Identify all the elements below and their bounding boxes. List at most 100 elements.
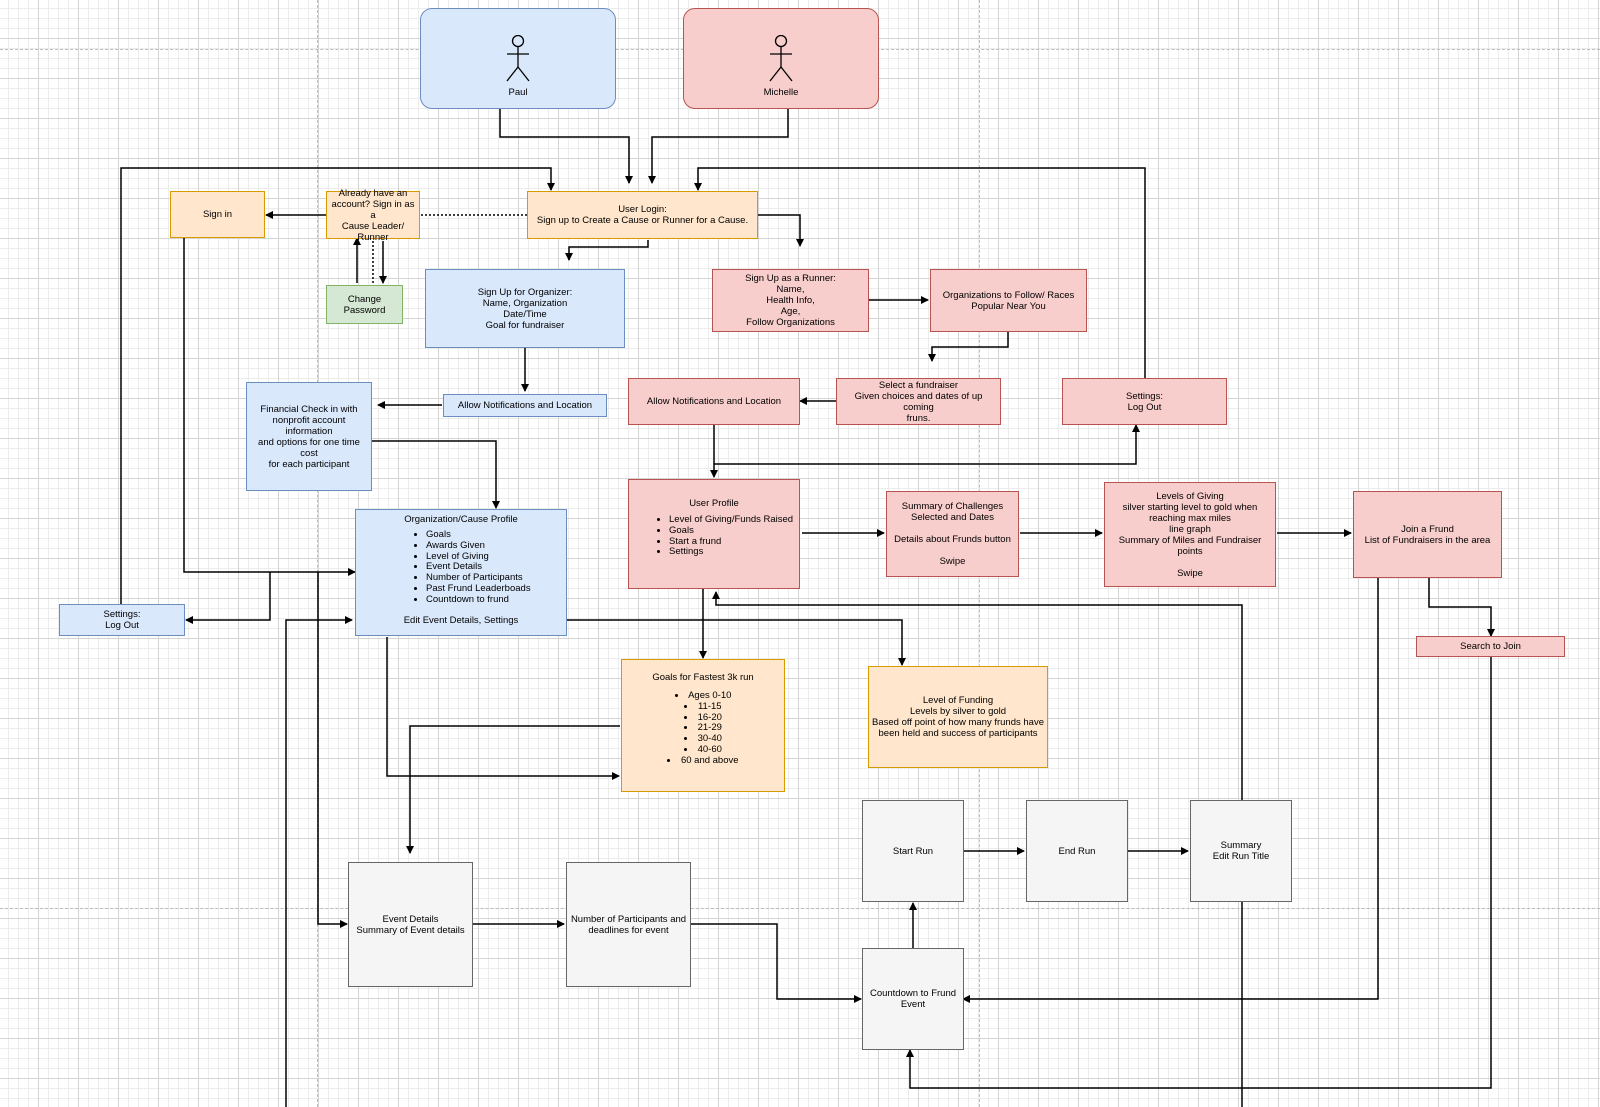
node-label: Number of Participants and deadlines for… — [570, 913, 687, 936]
node-label: Sign Up for Organizer: Name, Organizatio… — [477, 286, 573, 331]
connector — [372, 440, 500, 509]
connector — [712, 591, 1243, 800]
node-label: Already have an account? Sign in as a Ca… — [331, 187, 415, 243]
user-profile-box[interactable]: User Profile Level of Giving/Funds Raise… — [628, 479, 800, 589]
settings-organizer-box[interactable]: Settings: Log Out — [59, 604, 185, 636]
list-item: Event Details — [426, 562, 564, 573]
connector — [648, 109, 789, 184]
age-group-list: Ages 0-10 11-15 16-20 21-29 30-40 40-60 … — [667, 690, 739, 767]
connector — [962, 578, 1379, 1003]
list-item: Past Frund Leaderboads — [426, 583, 564, 595]
stick-figure-icon — [506, 35, 530, 82]
actor-label: Paul — [508, 87, 528, 98]
list-item: 16-20 — [667, 712, 738, 724]
list-item: Level of Giving — [426, 551, 564, 563]
select-fundraiser-box[interactable]: Select a fundraiser Given choices and da… — [836, 378, 1001, 425]
join-frund-box[interactable]: Join a Frund List of Fundraisers in the … — [1353, 491, 1502, 578]
connector — [183, 238, 356, 576]
node-label: Join a Frund List of Fundraisers in the … — [1364, 523, 1491, 546]
connector — [694, 167, 1146, 378]
node-title: Organization/Cause Profile — [404, 514, 518, 525]
level-of-funding-box[interactable]: Level of Funding Levels by silver to gol… — [868, 666, 1048, 768]
node-label: Organizations to Follow/ Races Popular N… — [942, 289, 1075, 312]
node-label: Settings: Log Out — [1126, 390, 1163, 413]
run-summary-box[interactable]: Summary Edit Run Title — [1190, 800, 1292, 902]
levels-of-giving-box[interactable]: Levels of Giving silver starting level t… — [1104, 482, 1276, 587]
node-label: Summary Edit Run Title — [1212, 840, 1270, 862]
connector — [1428, 578, 1495, 637]
list-item: Awards Given — [426, 540, 564, 552]
connector — [691, 923, 862, 1003]
node-label: Search to Join — [1460, 641, 1521, 652]
connector — [120, 167, 555, 604]
list-item: 21-29 — [667, 723, 738, 734]
actor-label: Michelle — [763, 87, 799, 98]
connector — [317, 572, 348, 928]
settings-runner-box[interactable]: Settings: Log Out — [1062, 378, 1227, 425]
financial-check-box[interactable]: Financial Check in with nonprofit accoun… — [246, 382, 372, 491]
node-label: End Run — [1058, 845, 1096, 857]
orgs-to-follow-box[interactable]: Organizations to Follow/ Races Popular N… — [930, 269, 1087, 332]
connector — [714, 424, 1140, 465]
node-label: Allow Notifications and Location — [646, 396, 782, 407]
list-item: Settings — [669, 547, 797, 558]
list-item: Countdown to frund — [426, 594, 564, 606]
node-label: User Login: Sign up to Create a Cause or… — [536, 204, 749, 226]
change-password-box[interactable]: Change Password — [326, 285, 403, 324]
node-label: Select a fundraiser Given choices and da… — [854, 379, 983, 424]
user-login-box[interactable]: User Login: Sign up to Create a Cause or… — [527, 191, 758, 239]
node-label: Allow Notifications and Location — [457, 400, 593, 411]
goals-fastest-run-box[interactable]: Goals for Fastest 3k run Ages 0-10 11-15… — [621, 659, 785, 792]
actor-paul[interactable]: Paul — [420, 8, 616, 109]
page-break-line — [317, 0, 318, 1107]
connector — [406, 725, 620, 854]
search-to-join-box[interactable]: Search to Join — [1416, 636, 1565, 657]
connector — [906, 657, 1492, 1089]
connector — [758, 214, 804, 247]
list-item: 11-15 — [667, 701, 738, 713]
list-item: Goals — [426, 529, 564, 541]
node-label: Change Password — [343, 293, 386, 316]
connector — [185, 572, 271, 624]
node-label: Sign in — [202, 209, 233, 220]
connector — [928, 332, 1009, 362]
list-item: Number of Participants — [426, 572, 564, 584]
connector — [285, 616, 353, 1107]
event-details-box[interactable]: Event Details Summary of Event details — [348, 862, 473, 987]
already-have-account-box[interactable]: Already have an account? Sign in as a Ca… — [326, 188, 420, 243]
connector — [565, 240, 649, 261]
list-item: Goals — [669, 525, 797, 537]
node-footer: Edit Event Details, Settings — [403, 614, 519, 626]
allow-notifications-organizer-box[interactable]: Allow Notifications and Location — [443, 394, 607, 417]
node-label: Countdown to Frund Event — [869, 988, 957, 1010]
summary-challenges-box[interactable]: Summary of Challenges Selected and Dates… — [886, 491, 1019, 577]
node-label: Summary of Challenges Selected and Dates… — [894, 501, 1011, 567]
organization-profile-box[interactable]: Organization/Cause Profile Goals Awards … — [355, 509, 567, 636]
node-label: Start Run — [892, 845, 934, 857]
countdown-box[interactable]: Countdown to Frund Event — [862, 948, 964, 1050]
node-title: Goals for Fastest 3k run — [652, 672, 754, 683]
stick-figure-icon — [769, 35, 793, 82]
connector — [386, 637, 620, 780]
sign-in-box[interactable]: Sign in — [170, 191, 265, 238]
node-label: Sign Up as a Runner: Name, Health Info, … — [745, 273, 836, 328]
node-title: User Profile — [689, 498, 739, 509]
list-item: 40-60 — [667, 744, 738, 756]
start-run-box[interactable]: Start Run — [862, 800, 964, 902]
connector — [567, 619, 906, 666]
profile-item-list: Goals Awards Given Level of Giving Event… — [358, 529, 564, 606]
signup-organizer-box[interactable]: Sign Up for Organizer: Name, Organizatio… — [425, 269, 625, 348]
list-item: Start a frund — [669, 536, 797, 548]
connector — [499, 109, 633, 184]
actor-michelle[interactable]: Michelle — [683, 8, 879, 109]
list-item: Ages 0-10 — [667, 690, 738, 702]
signup-runner-box[interactable]: Sign Up as a Runner: Name, Health Info, … — [712, 269, 869, 332]
list-item: Level of Giving/Funds Raised — [669, 514, 797, 526]
allow-notifications-runner-box[interactable]: Allow Notifications and Location — [628, 378, 800, 425]
node-label: Event Details Summary of Event details — [356, 913, 465, 936]
end-run-box[interactable]: End Run — [1026, 800, 1128, 902]
number-of-participants-box[interactable]: Number of Participants and deadlines for… — [566, 862, 691, 987]
node-label: Levels of Giving silver starting level t… — [1118, 490, 1262, 579]
node-label: Level of Funding Levels by silver to gol… — [872, 695, 1044, 739]
list-item: 60 and above — [667, 755, 739, 767]
